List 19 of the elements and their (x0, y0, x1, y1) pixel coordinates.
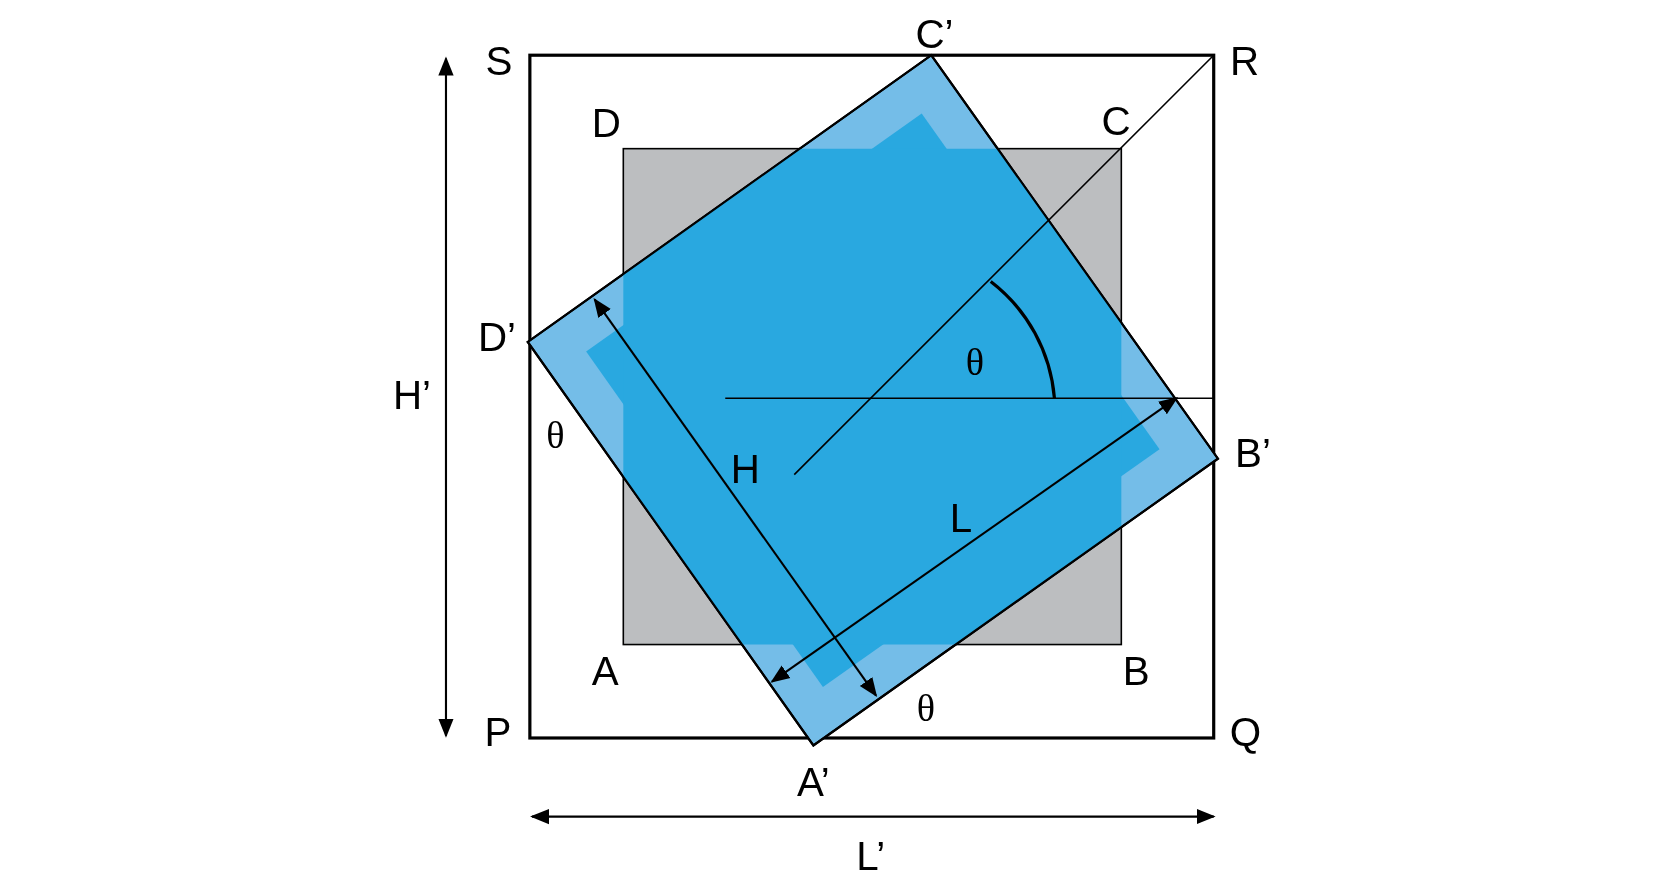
point-label: P (484, 712, 512, 753)
point-label: A (591, 650, 619, 692)
point-label: S (485, 41, 513, 82)
point-label: B (1122, 650, 1150, 692)
point-label: R (1229, 41, 1260, 82)
point-label: Q (1229, 712, 1262, 753)
dimension-label: H (730, 449, 760, 490)
point-label: D’ (477, 317, 516, 358)
angle-label: θ (965, 343, 984, 382)
dimension-label: H’ (392, 374, 432, 416)
point-label: C (1101, 100, 1131, 142)
point-label: A’ (796, 762, 830, 803)
angle-label: θ (916, 689, 936, 728)
point-label: C’ (915, 13, 954, 55)
point-label: D (591, 103, 621, 144)
dimension-label: L’ (856, 835, 886, 874)
dimension-label: L (949, 498, 973, 539)
angle-label: θ (546, 416, 565, 455)
point-label: B’ (1235, 433, 1271, 474)
